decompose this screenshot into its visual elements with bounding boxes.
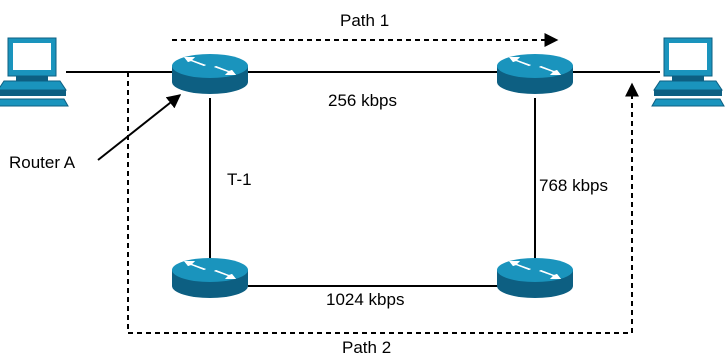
computer-right-icon bbox=[651, 37, 725, 107]
computer-left-icon bbox=[0, 37, 69, 107]
links bbox=[66, 71, 660, 287]
path2-route bbox=[127, 72, 639, 334]
link-bottom-label: 1024 kbps bbox=[326, 290, 405, 309]
router-a-pointer bbox=[97, 94, 182, 161]
path1-label: Path 1 bbox=[340, 11, 390, 30]
router-top-right-icon bbox=[497, 54, 573, 94]
link-left-label: T-1 bbox=[227, 170, 252, 189]
link-top-label: 256 kbps bbox=[328, 91, 397, 110]
path2-label: Path 2 bbox=[342, 338, 392, 357]
router-bottom-left-icon bbox=[172, 258, 248, 298]
router-bottom-right-icon bbox=[497, 258, 573, 298]
router-a-label: Router A bbox=[9, 153, 76, 172]
link-right-label: 768 kbps bbox=[538, 176, 609, 195]
router-a-icon bbox=[172, 54, 248, 94]
